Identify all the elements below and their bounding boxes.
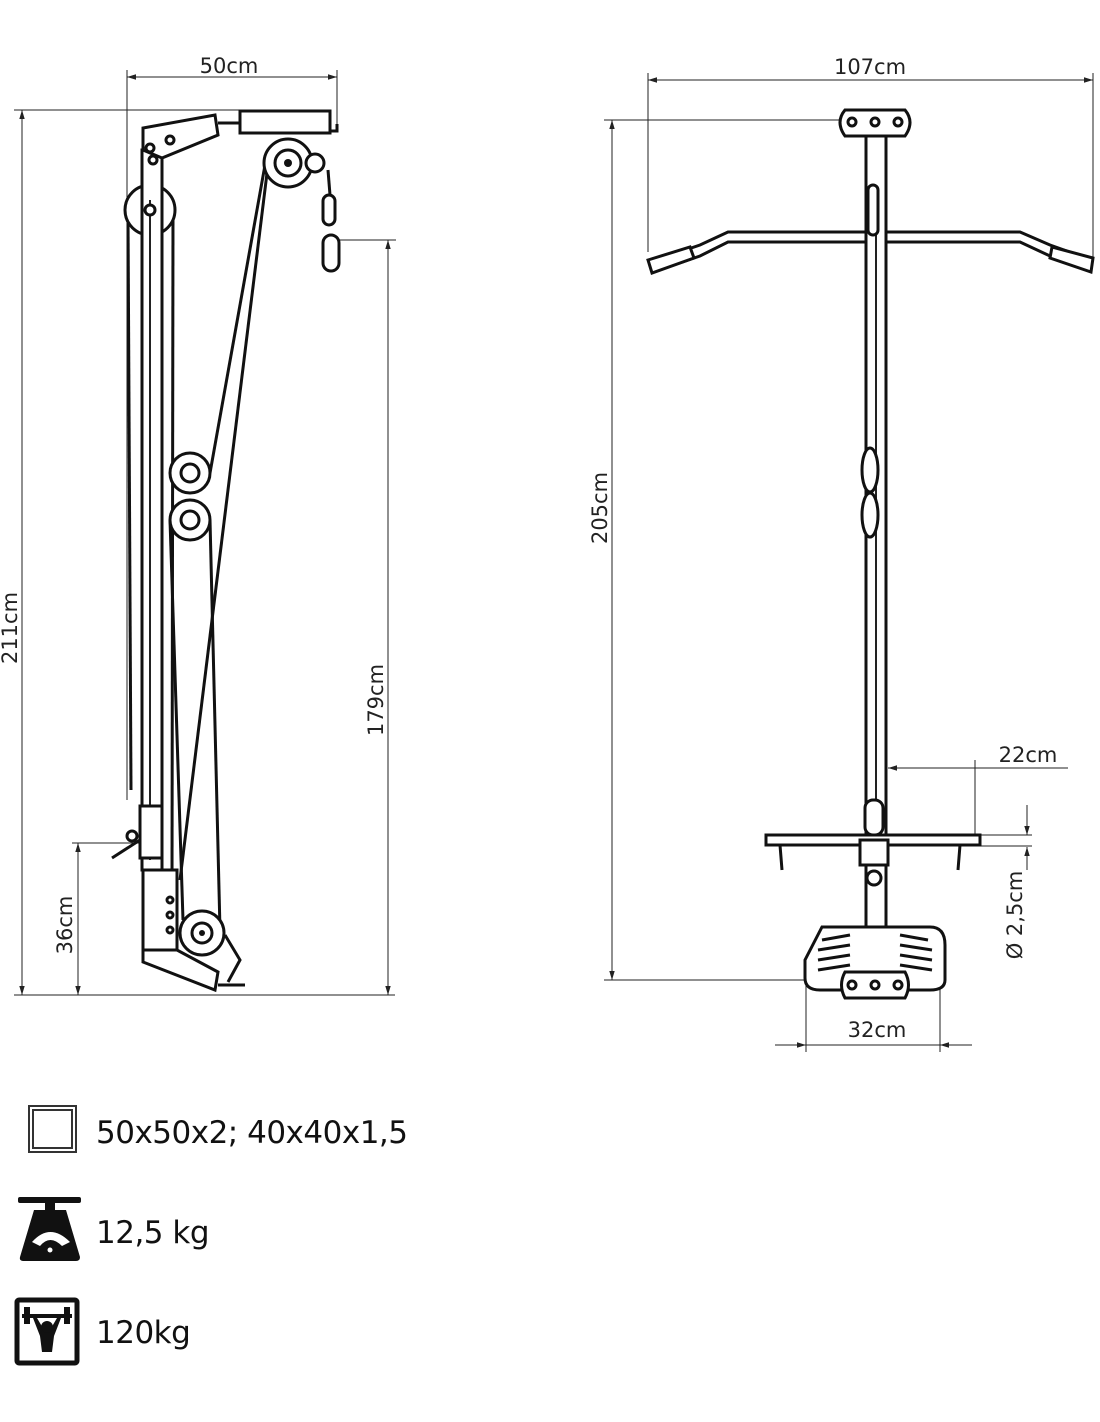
square-tube-icon: [28, 1105, 77, 1153]
lower-bracket: [138, 804, 164, 860]
top-box: [238, 109, 332, 135]
scale-weight-icon: [18, 1197, 81, 1261]
carabiner: [321, 193, 337, 227]
front-dimensions: 107cm 205cm 22cm Ø 2,5cm 32cm: [588, 55, 1094, 1052]
legend-max-load: 120kg: [96, 1315, 191, 1351]
left-grip: [646, 245, 696, 275]
main-post: [140, 148, 164, 872]
front-width-label: 107cm: [834, 55, 906, 79]
bar-offset-label: 22cm: [999, 743, 1058, 767]
handle: [321, 233, 341, 273]
base-plate: [803, 925, 947, 992]
lower-bracket: [858, 838, 890, 867]
side-height-label: 211cm: [0, 592, 22, 664]
base-foot: [141, 948, 220, 993]
base-width-label: 32cm: [848, 1018, 907, 1042]
top-arm: [141, 113, 220, 160]
front-view: 107cm 205cm 22cm Ø 2,5cm 32cm: [588, 55, 1095, 1052]
tube-diameter-label: Ø 2,5cm: [1003, 871, 1027, 960]
legend-tube-dimensions: 50x50x2; 40x40x1,5: [96, 1115, 408, 1151]
side-view: 50cm 211cm 179cm 36cm: [0, 54, 396, 996]
base-post: [141, 868, 179, 952]
front-frame: [646, 108, 1095, 1000]
side-frame: [111, 109, 341, 993]
low-pulley-height-label: 36cm: [53, 896, 77, 955]
legend-weight: 12,5 kg: [96, 1215, 210, 1251]
side-width-label: 50cm: [200, 54, 259, 78]
weightlifter-max-load-icon: [14, 1297, 80, 1366]
right-grip: [1048, 245, 1095, 275]
side-dimensions: 50cm 211cm 179cm 36cm: [0, 54, 396, 996]
front-height-label: 205cm: [588, 472, 612, 544]
handle-height-label: 179cm: [364, 664, 388, 736]
